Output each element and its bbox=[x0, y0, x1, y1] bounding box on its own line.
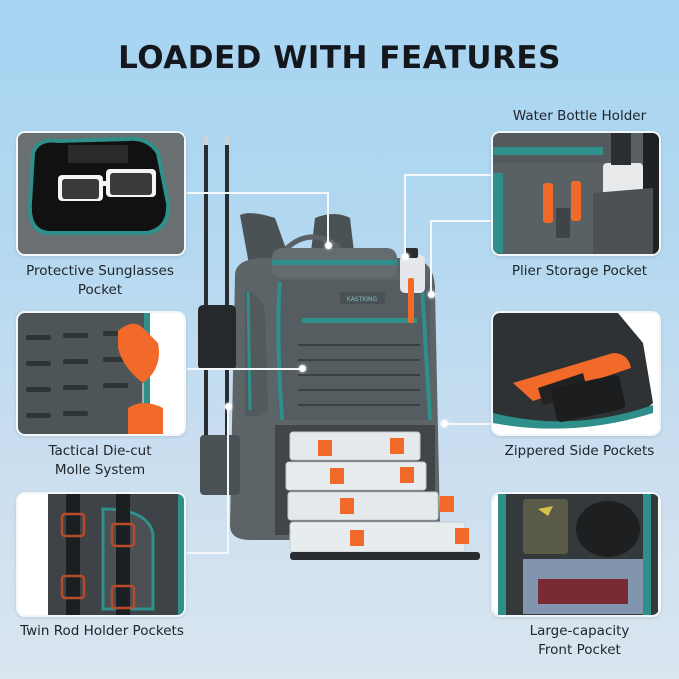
feature-label-water-bottle: Water Bottle Holder bbox=[512, 108, 647, 124]
rod-holder-photo bbox=[18, 494, 184, 615]
page-title: LOADED WITH FEATURES bbox=[118, 40, 561, 76]
hotspot-plier[interactable] bbox=[428, 291, 435, 298]
connector-bottle-v bbox=[404, 174, 406, 254]
connector-rod bbox=[187, 552, 227, 554]
feature-label-rod-holder: Twin Rod Holder Pockets bbox=[20, 623, 184, 639]
feature-label-plier: Plier Storage Pocket bbox=[511, 263, 648, 279]
feature-card-water-plier bbox=[491, 131, 661, 256]
feature-label-molle: Tactical Die-cut Molle System bbox=[48, 443, 152, 478]
feature-card-sunglasses bbox=[16, 131, 186, 256]
connector-molle bbox=[187, 368, 302, 370]
hotspot-molle[interactable] bbox=[299, 365, 306, 372]
connector-plier bbox=[430, 220, 492, 222]
connector-sunglasses-v bbox=[327, 192, 329, 244]
connector-sunglasses bbox=[187, 192, 327, 194]
molle-system-photo bbox=[18, 313, 184, 434]
hotspot-sunglasses[interactable] bbox=[325, 242, 332, 249]
hotspot-side-pockets[interactable] bbox=[441, 420, 448, 427]
connector-side-pockets bbox=[444, 423, 492, 425]
sunglasses-pocket-photo bbox=[18, 133, 184, 254]
feature-label-sunglasses: Protective Sunglasses Pocket bbox=[26, 263, 174, 298]
hotspot-rod[interactable] bbox=[225, 403, 232, 410]
side-pocket-photo bbox=[493, 313, 659, 434]
feature-label-front-pocket: Large-capacity Front Pocket bbox=[529, 623, 630, 658]
svg-text:KASTKING: KASTKING bbox=[347, 296, 378, 303]
front-pocket-photo bbox=[493, 494, 659, 615]
bottle-plier-photo bbox=[493, 133, 659, 254]
feature-card-front-pocket bbox=[491, 492, 661, 617]
connector-rod-v bbox=[227, 405, 229, 554]
feature-card-rod-holder bbox=[16, 492, 186, 617]
connector-bottle bbox=[404, 174, 492, 176]
feature-card-side-pockets bbox=[491, 311, 661, 436]
feature-label-side-pockets: Zippered Side Pockets bbox=[504, 443, 655, 459]
connector-plier-v bbox=[430, 220, 432, 293]
feature-card-molle bbox=[16, 311, 186, 436]
hotspot-bottle[interactable] bbox=[402, 253, 409, 260]
backpack-illustration: KASTKING bbox=[190, 130, 490, 580]
